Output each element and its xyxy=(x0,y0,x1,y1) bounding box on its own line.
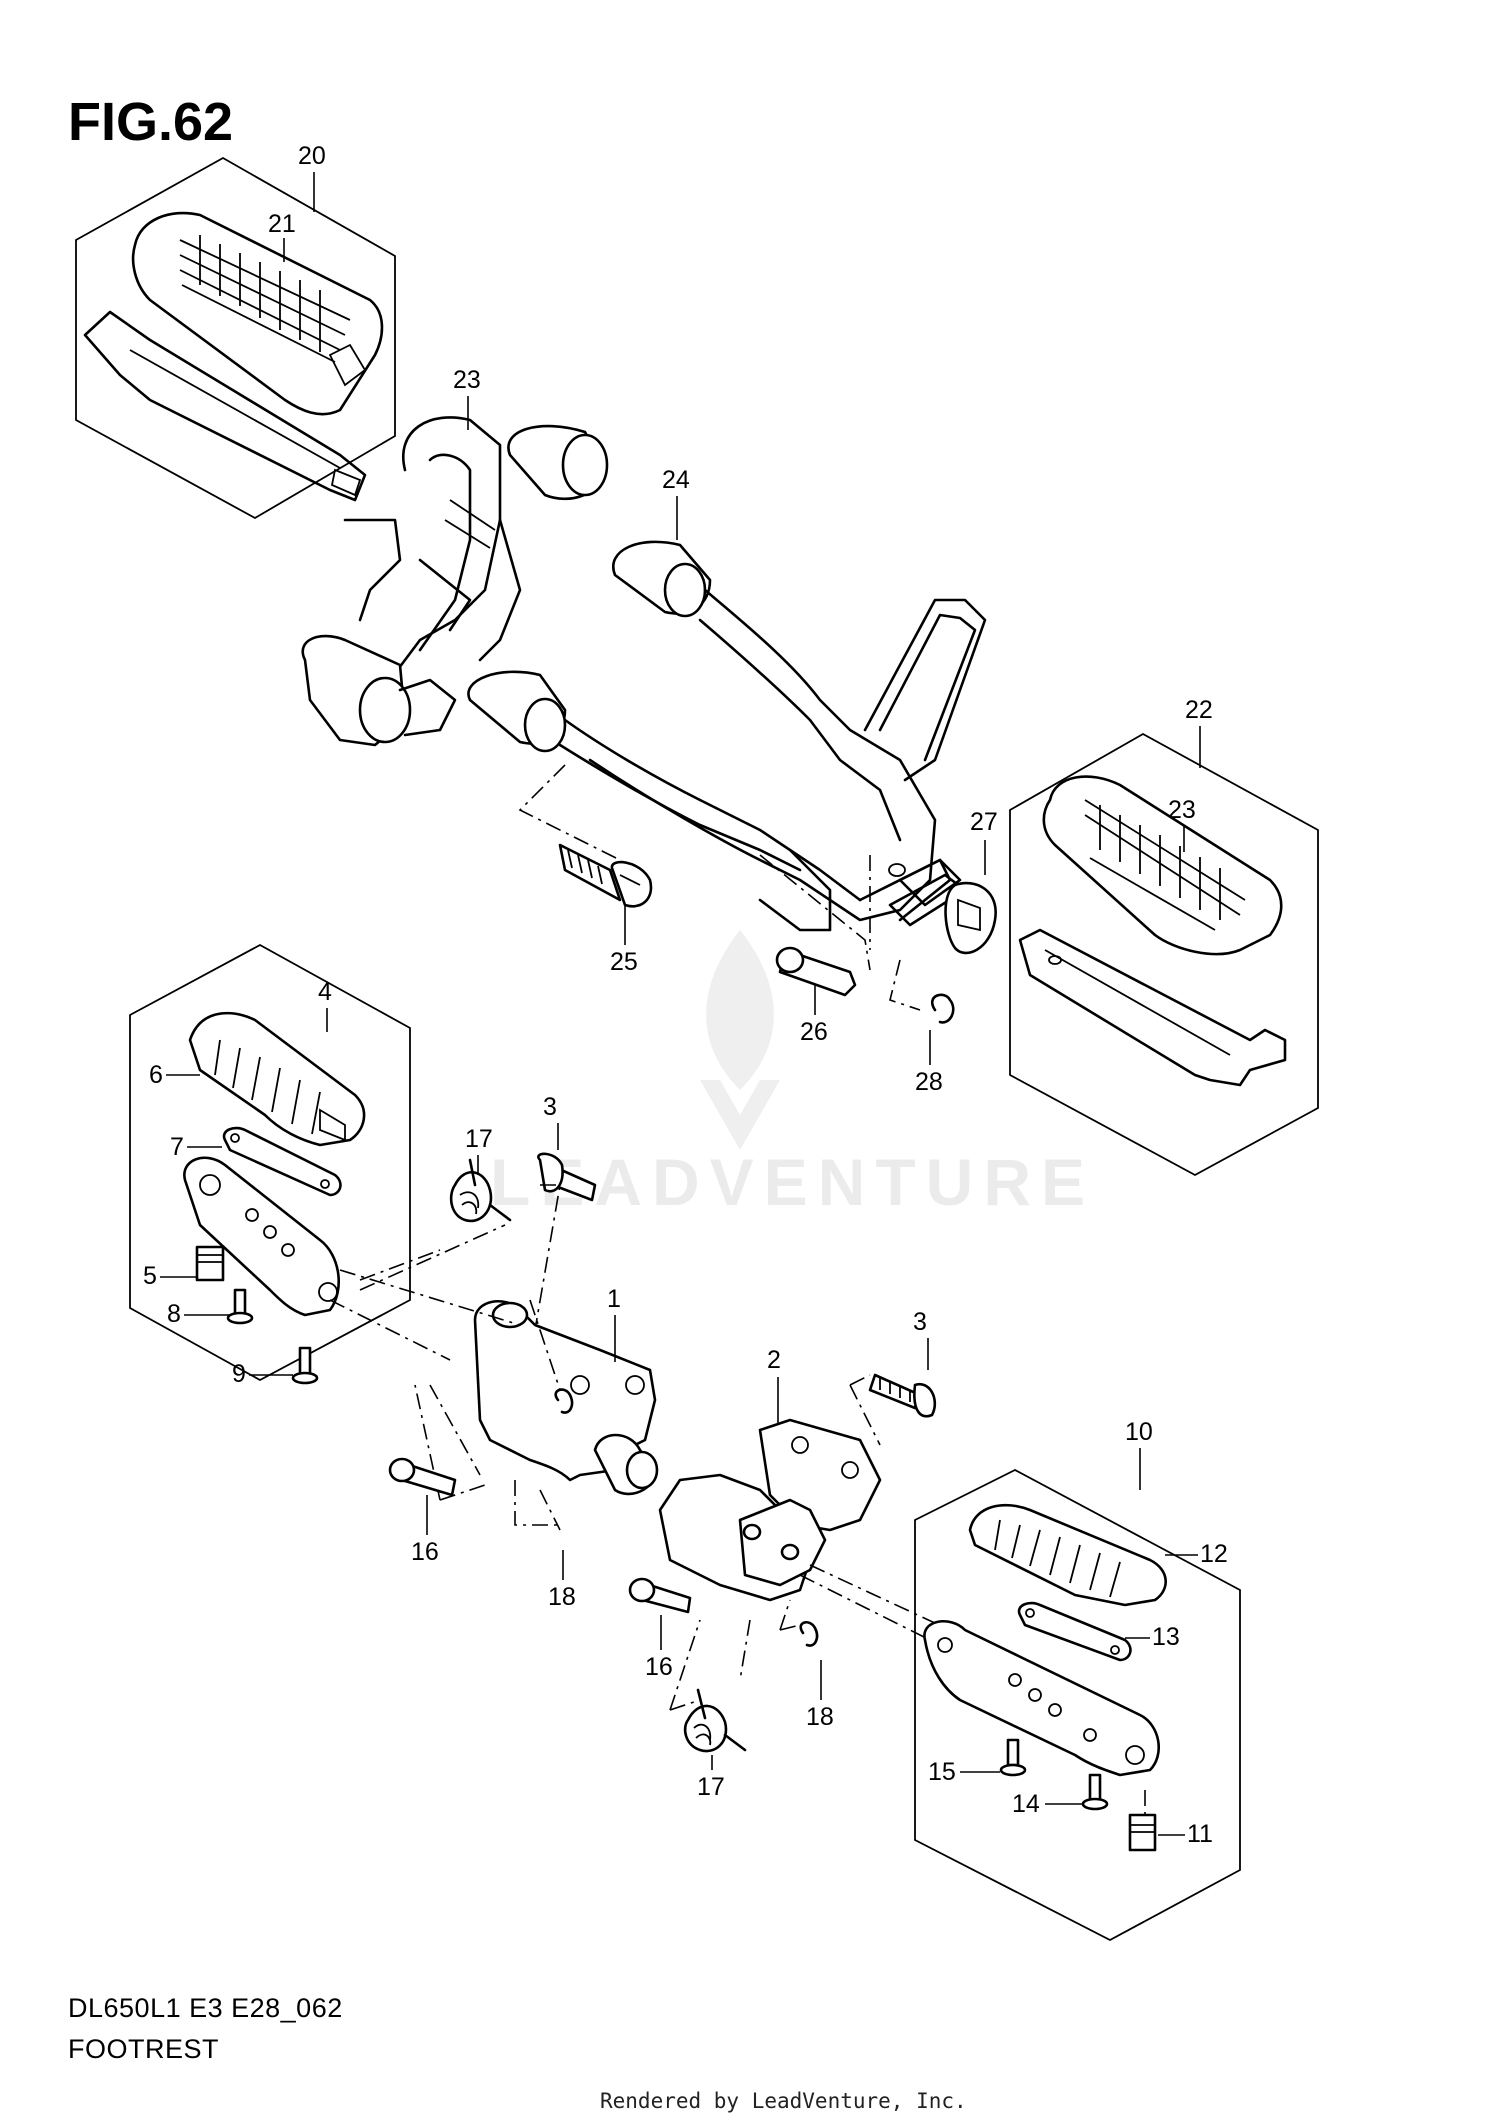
part-16-pin-right xyxy=(628,1577,692,1614)
callout-11: 11 xyxy=(1187,1820,1213,1848)
callout-16-left: 16 xyxy=(411,1538,439,1566)
callout-17-upper: 17 xyxy=(465,1125,493,1153)
callout-27: 27 xyxy=(970,808,998,836)
part-3-bolt-lower xyxy=(868,1373,937,1418)
part-17-spring-lower xyxy=(683,1688,747,1753)
callout-18-right: 18 xyxy=(806,1703,834,1731)
part-28-clip xyxy=(931,993,955,1024)
callout-23: 23 xyxy=(453,366,481,394)
part-27-washer xyxy=(944,881,997,955)
callout-13: 13 xyxy=(1152,1623,1180,1651)
callout-10: 10 xyxy=(1125,1418,1153,1446)
callout-17-lower: 17 xyxy=(697,1773,725,1801)
callout-3-upper: 3 xyxy=(543,1093,557,1121)
callout-5: 5 xyxy=(143,1262,157,1290)
rendered-by-footer: Rendered by LeadVenture, Inc. xyxy=(600,2089,967,2113)
callout-26: 26 xyxy=(800,1018,828,1046)
callout-9: 9 xyxy=(232,1360,246,1388)
figure-title: FIG.62 xyxy=(68,92,233,152)
callout-6: 6 xyxy=(149,1061,163,1089)
callout-24: 24 xyxy=(662,466,690,494)
callout-15: 15 xyxy=(928,1758,956,1786)
kit-19-box xyxy=(75,156,396,520)
callout-18-left: 18 xyxy=(548,1583,576,1611)
callout-25: 25 xyxy=(610,948,638,976)
callout-7: 7 xyxy=(170,1133,184,1161)
kit-10-box xyxy=(914,1468,1241,1942)
callout-19: 20 xyxy=(298,142,326,170)
callout-2: 2 xyxy=(767,1346,781,1374)
callout-28: 28 xyxy=(915,1068,943,1096)
part-18-clip-left xyxy=(554,1388,574,1414)
part-1-bracket xyxy=(473,1300,659,1496)
part-3-bolt-upper xyxy=(537,1152,597,1202)
callout-4: 4 xyxy=(318,978,332,1006)
callout-8: 8 xyxy=(167,1300,181,1328)
part-26-pin xyxy=(775,946,857,997)
callout-14: 14 xyxy=(1012,1790,1040,1818)
part-16-pin-left xyxy=(388,1457,457,1497)
callout-16-right: 16 xyxy=(645,1653,673,1681)
part-18-clip-right xyxy=(799,1620,819,1647)
callout-22: 23 xyxy=(1168,796,1196,824)
callout-1: 1 xyxy=(607,1285,621,1313)
kit-21-box xyxy=(1009,732,1319,1177)
part-24-bracket xyxy=(467,540,987,932)
callout-20: 21 xyxy=(268,210,296,238)
callout-12: 12 xyxy=(1200,1540,1228,1568)
kit-4-box xyxy=(129,943,411,1385)
callout-21: 22 xyxy=(1185,696,1213,724)
part-23-bracket xyxy=(301,416,609,747)
part-2-bracket xyxy=(658,1418,882,1602)
callout-3-lower: 3 xyxy=(913,1308,927,1336)
figure-code: DL650L1 E3 E28_062 xyxy=(68,1993,343,2023)
part-25-bolt xyxy=(558,843,653,908)
figure-name: FOOTREST xyxy=(68,2034,219,2064)
part-17-spring-upper xyxy=(449,1158,512,1223)
